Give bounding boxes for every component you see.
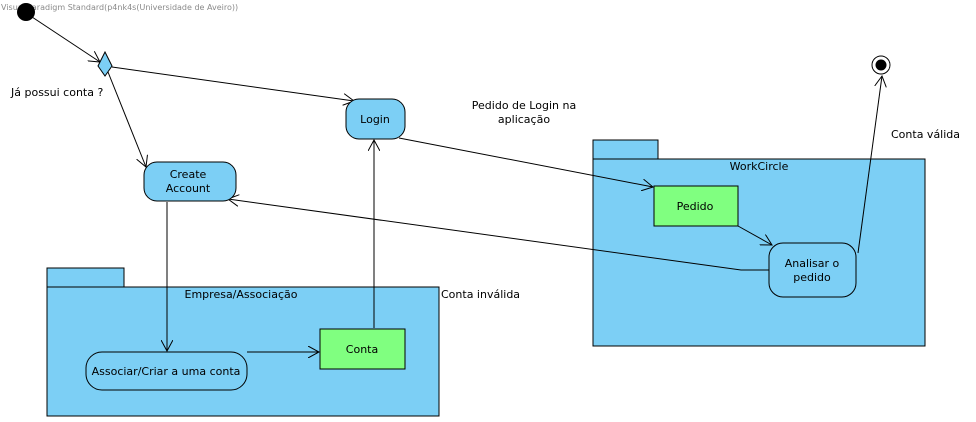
svg-text:Conta: Conta	[346, 343, 378, 356]
action-login: Login	[345, 98, 406, 140]
guard-invalid: Conta inválida	[441, 288, 520, 301]
svg-text:Pedido: Pedido	[677, 200, 714, 213]
watermark: Visual Paradigm Standard(p4nk4s(Universi…	[1, 3, 238, 12]
guard-question: Já possui conta ?	[10, 86, 103, 99]
svg-text:Associar/Criar a uma conta: Associar/Criar a uma conta	[92, 365, 241, 378]
object-pedido: Pedido	[653, 185, 739, 227]
svg-text:Analisar o: Analisar o	[785, 257, 840, 270]
edge-login-to-pedido	[398, 137, 653, 187]
svg-text:Create: Create	[170, 168, 207, 181]
svg-text:Login: Login	[360, 113, 390, 126]
package-workcircle-label: WorkCircle	[730, 160, 789, 173]
action-analisar-pedido: Analisar o pedido	[768, 242, 857, 298]
note-login-request-line1: Pedido de Login na	[472, 99, 576, 112]
edge-pedido-to-analisar	[737, 225, 772, 245]
svg-text:pedido: pedido	[793, 271, 831, 284]
note-login-request-line2: aplicação	[498, 113, 550, 126]
decision-node	[97, 50, 113, 77]
object-conta: Conta	[319, 328, 406, 370]
edge-start-to-decision	[25, 12, 100, 62]
package-workcircle: WorkCircle	[592, 139, 926, 347]
initial-node	[17, 3, 35, 21]
edge-decision-to-create	[107, 71, 146, 167]
action-associar: Associar/Criar a uma conta	[85, 351, 248, 391]
package-empresa-label: Empresa/Associação	[185, 288, 298, 301]
edge-decision-to-login	[111, 66, 354, 101]
svg-text:Account: Account	[166, 182, 211, 195]
edge-analisar-to-final	[857, 76, 882, 254]
action-create-account: Create Account	[143, 161, 237, 202]
edge-analisar-to-create	[228, 199, 769, 271]
final-node	[871, 55, 891, 75]
guard-valid: Conta válida	[891, 128, 960, 141]
